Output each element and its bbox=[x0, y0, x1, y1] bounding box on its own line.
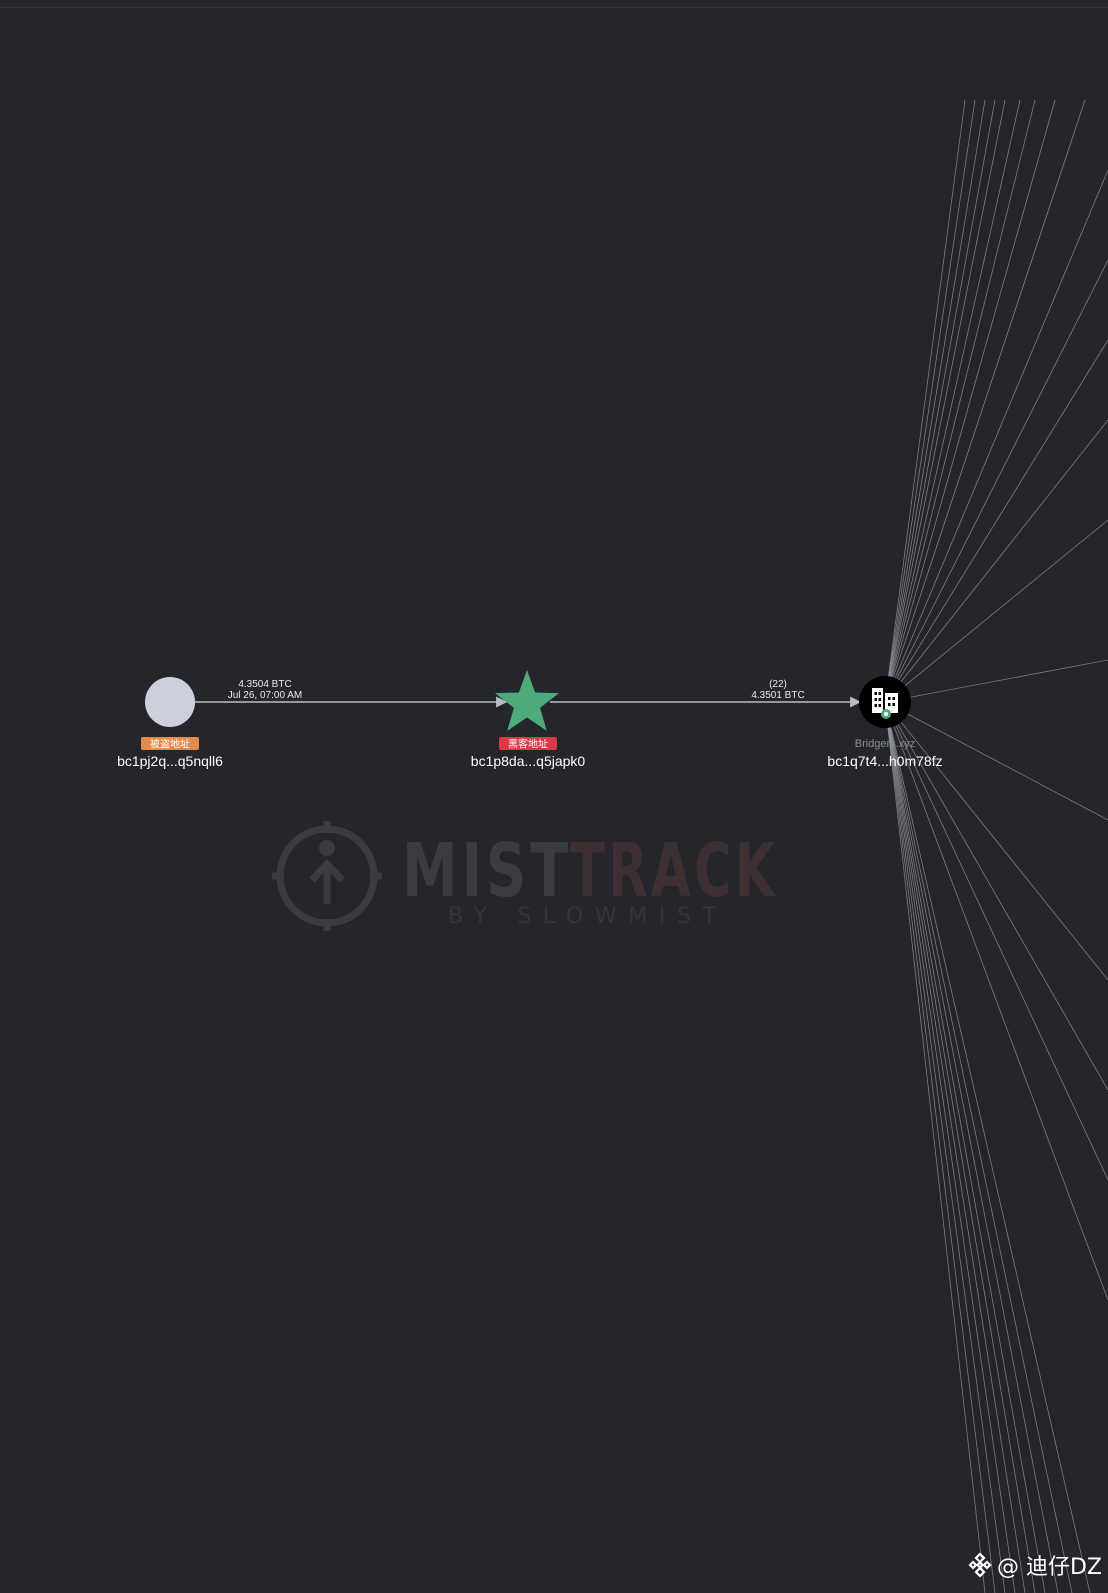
fan-out-edge[interactable] bbox=[884, 99, 1086, 703]
hacker-tag-badge bbox=[499, 737, 557, 750]
fan-out-edge[interactable] bbox=[884, 519, 1108, 703]
hacker-star-icon[interactable] bbox=[495, 670, 559, 731]
victim-node-circle[interactable] bbox=[145, 677, 195, 727]
fan-out-edge[interactable] bbox=[884, 419, 1108, 703]
watermark-tagline: BY SLOWMIST bbox=[448, 904, 730, 929]
edge-amount-label: 4.3501 BTC bbox=[751, 690, 804, 701]
bridgers-entity-name: Bridgers.xyz bbox=[855, 738, 916, 750]
fan-out-edge[interactable] bbox=[884, 99, 1036, 703]
watermark-brand-left: MIST bbox=[402, 828, 572, 914]
fan-out-edge[interactable] bbox=[884, 259, 1108, 703]
fan-out-edge[interactable] bbox=[884, 339, 1108, 703]
fan-out-edges bbox=[884, 99, 1108, 1593]
binance-diamond-icon bbox=[968, 1552, 992, 1578]
victim-tag-label: 被盗地址 bbox=[150, 738, 190, 751]
fan-out-edge[interactable] bbox=[884, 701, 1108, 1181]
fan-out-edge[interactable] bbox=[884, 99, 986, 703]
fan-out-edge[interactable] bbox=[884, 701, 1036, 1593]
author-credit: @ 迪仔DZ bbox=[967, 1549, 1102, 1581]
hacker-address[interactable]: bc1p8da...q5japk0 bbox=[471, 753, 586, 769]
fan-out-edge[interactable] bbox=[884, 701, 1026, 1593]
watermark-logo-icon bbox=[272, 821, 382, 931]
fan-out-edge[interactable] bbox=[884, 701, 1091, 1593]
node-hacker[interactable]: 黑客地址 bc1p8da...q5japk0 bbox=[471, 670, 586, 769]
fan-out-edge[interactable] bbox=[884, 701, 1073, 1593]
fan-out-edge[interactable] bbox=[884, 701, 1108, 1301]
edge-tx-count-label: (22) bbox=[769, 679, 787, 690]
fan-out-edge[interactable] bbox=[884, 701, 1108, 1091]
fan-out-edge[interactable] bbox=[884, 99, 1006, 703]
edge-time-label: Jul 26, 07:00 AM bbox=[228, 690, 303, 701]
edge-amount-label: 4.3504 BTC bbox=[238, 679, 291, 690]
fan-out-edge[interactable] bbox=[884, 701, 1108, 981]
fan-out-edge[interactable] bbox=[884, 659, 1108, 703]
bridgers-address[interactable]: bc1q7t4...h0m78fz bbox=[827, 753, 942, 769]
fan-out-edge[interactable] bbox=[884, 169, 1108, 703]
edge-victim-to-hacker[interactable]: 4.3504 BTC Jul 26, 07:00 AM bbox=[195, 679, 508, 708]
fan-out-edge[interactable] bbox=[884, 701, 1059, 1593]
top-divider bbox=[0, 7, 1108, 8]
fan-out-edge[interactable] bbox=[884, 701, 996, 1593]
fan-out-edge[interactable] bbox=[884, 99, 996, 703]
fan-out-edge[interactable] bbox=[884, 701, 986, 1593]
node-victim[interactable]: 被盗地址 bc1pj2q...q5nqll6 bbox=[117, 677, 223, 769]
fan-out-edge[interactable] bbox=[884, 99, 1056, 703]
node-bridgers[interactable]: Bridgers.xyz bc1q7t4...h0m78fz bbox=[827, 676, 943, 769]
fan-out-edge[interactable] bbox=[884, 99, 966, 703]
fan-out-edge[interactable] bbox=[884, 701, 1108, 821]
victim-tag-badge bbox=[141, 737, 199, 750]
fan-out-edge[interactable] bbox=[884, 701, 1046, 1593]
fan-out-edge[interactable] bbox=[884, 99, 1021, 703]
edge-hacker-to-bridgers[interactable]: (22) 4.3501 BTC bbox=[550, 679, 862, 708]
misttrack-watermark: MIST TRACK BY SLOWMIST bbox=[272, 821, 778, 931]
victim-address[interactable]: bc1pj2q...q5nqll6 bbox=[117, 753, 223, 769]
fan-out-edge[interactable] bbox=[884, 701, 1016, 1593]
credit-text: @ 迪仔DZ bbox=[996, 1555, 1102, 1580]
fan-out-edge[interactable] bbox=[884, 701, 1006, 1593]
watermark-brand-right: TRACK bbox=[570, 828, 778, 914]
building-icon bbox=[872, 688, 898, 719]
fan-out-edge[interactable] bbox=[884, 99, 976, 703]
hacker-tag-label: 黑客地址 bbox=[508, 738, 548, 751]
